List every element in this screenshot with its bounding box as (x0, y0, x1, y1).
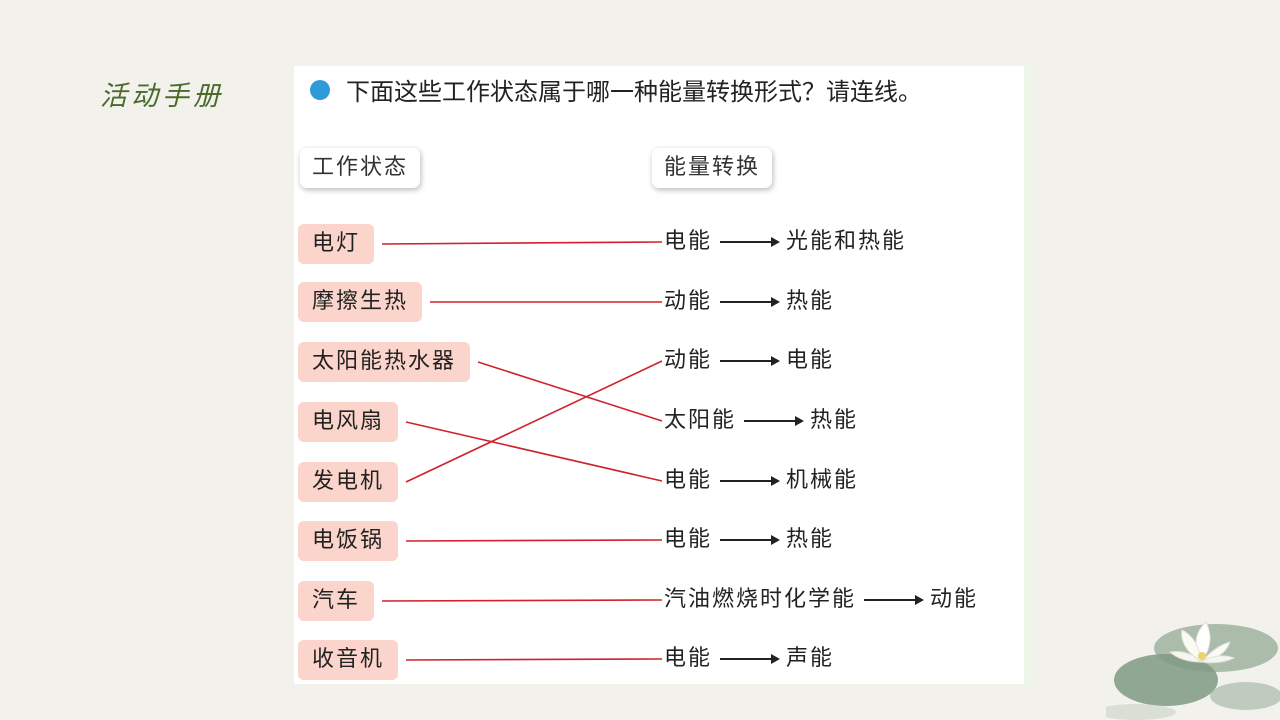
corner-title: 活动手册 (100, 81, 224, 112)
energy-item[interactable]: 电能 热能 (664, 520, 834, 560)
arrow-icon (720, 356, 781, 366)
energy-item[interactable]: 电能 机械能 (664, 461, 858, 501)
energy-to: 电能 (786, 348, 835, 373)
lotus-icon (1106, 621, 1280, 720)
energy-from: 汽油燃烧时化学能 (664, 587, 857, 612)
state-item[interactable]: 汽车 (298, 581, 375, 621)
arrow-icon (744, 416, 805, 426)
energy-from: 电能 (664, 646, 713, 671)
energy-to: 热能 (786, 527, 835, 552)
panel-edge (1024, 66, 1034, 684)
state-item[interactable]: 电饭锅 (298, 521, 399, 561)
state-item[interactable]: 太阳能热水器 (298, 342, 471, 382)
arrow-icon (720, 535, 781, 545)
energy-from: 电能 (664, 229, 713, 254)
question-text: 下面这些工作状态属于哪一种能量转换形式？请连线。 (346, 78, 922, 106)
energy-from: 电能 (664, 527, 713, 552)
arrow-icon (720, 476, 781, 486)
energy-item[interactable]: 汽油燃烧时化学能 动能 (664, 580, 978, 620)
arrow-icon (720, 237, 781, 247)
energy-to: 动能 (930, 587, 979, 612)
energy-item[interactable]: 动能 热能 (664, 282, 834, 322)
arrow-icon (720, 654, 781, 664)
question: 下面这些工作状态属于哪一种能量转换形式？请连线。 (310, 72, 922, 107)
energy-to: 热能 (786, 289, 835, 314)
state-item[interactable]: 电灯 (298, 224, 375, 264)
energy-item[interactable]: 太阳能 热能 (664, 401, 858, 441)
energy-item[interactable]: 电能 声能 (664, 639, 834, 679)
state-item[interactable]: 电风扇 (298, 402, 399, 442)
arrow-icon (864, 595, 925, 605)
energy-item[interactable]: 动能 电能 (664, 341, 834, 381)
energy-item[interactable]: 电能 光能和热能 (664, 222, 906, 262)
state-item[interactable]: 发电机 (298, 462, 399, 502)
energy-from: 太阳能 (664, 408, 737, 433)
state-item[interactable]: 摩擦生热 (298, 282, 423, 322)
arrow-icon (720, 297, 781, 307)
energy-to: 光能和热能 (786, 229, 907, 254)
energy-to: 热能 (810, 408, 859, 433)
state-item[interactable]: 收音机 (298, 640, 399, 680)
energy-to: 声能 (786, 646, 835, 671)
energy-from: 电能 (664, 468, 713, 493)
energy-from: 动能 (664, 289, 713, 314)
header-energy-conversion: 能量转换 (652, 148, 773, 188)
header-work-state: 工作状态 (300, 148, 421, 188)
energy-from: 动能 (664, 348, 713, 373)
blue-dot-icon (310, 79, 330, 100)
energy-to: 机械能 (786, 468, 859, 493)
